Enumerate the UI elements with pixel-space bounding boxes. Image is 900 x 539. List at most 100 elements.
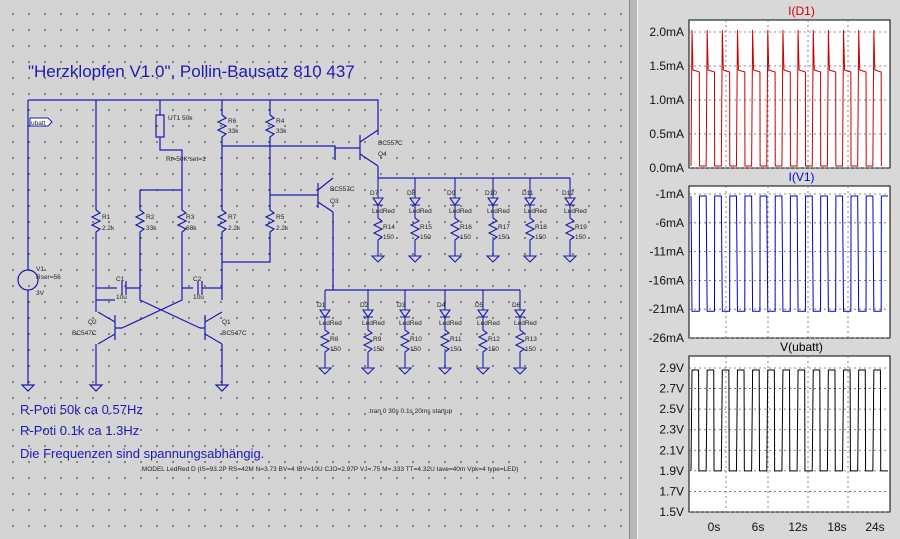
spice-directive-model[interactable]: .MODEL LedRed D (IS=93.2P RS=42M N=3.73 … bbox=[140, 466, 519, 473]
net-label-ubatt: ubatt bbox=[31, 120, 46, 127]
top-led-d12: D12 bbox=[562, 190, 574, 197]
plot-pane-2[interactable] bbox=[688, 185, 891, 339]
top-branch-4 bbox=[485, 178, 501, 263]
label-v1: V1 bbox=[36, 266, 44, 273]
label-c1-value: 10u bbox=[116, 294, 127, 301]
schematic-title: "Herzklopfen V1.0", Pollin-Bausatz 810 4… bbox=[28, 62, 355, 81]
bottom-branch-3 bbox=[397, 290, 413, 375]
label-ut1-value: 50k bbox=[182, 115, 193, 122]
y-tick-label: -6mA bbox=[655, 216, 684, 230]
label-r5: R5 bbox=[276, 214, 285, 221]
y-tick-label: 0.5mA bbox=[649, 127, 684, 141]
top-led-d7: D7 bbox=[370, 190, 379, 197]
label-q2: Q2 bbox=[88, 319, 97, 326]
y-tick-label: 2.5V bbox=[659, 402, 684, 416]
top-branch-6 bbox=[562, 178, 578, 263]
label-r4: R4 bbox=[276, 118, 285, 125]
x-tick-label: 6s bbox=[752, 520, 765, 534]
top-res-r16: R16 bbox=[460, 224, 472, 231]
bottom-branch-4 bbox=[437, 290, 453, 375]
note-voltage-dependent: Die Frequenzen sind spannungsabhängig. bbox=[20, 446, 265, 461]
bottom-res-r10: R10 bbox=[410, 336, 422, 343]
x-tick-label: 12s bbox=[788, 520, 807, 534]
label-r5-value: 2.2k bbox=[276, 225, 289, 232]
bottom-led-type-5: LedRed bbox=[477, 320, 500, 327]
y-tick-label: 1.9V bbox=[659, 464, 684, 478]
top-led-d10: D10 bbox=[485, 190, 497, 197]
label-r1-value: 2.2k bbox=[102, 225, 115, 232]
top-res-value-6: 150 bbox=[575, 234, 586, 241]
y-tick-label: 1.7V bbox=[659, 484, 684, 498]
label-r3-value: 68k bbox=[186, 225, 197, 232]
plot-pane-1[interactable] bbox=[688, 19, 891, 169]
label-c2-value: 10u bbox=[193, 294, 204, 301]
bottom-led-d5: D5 bbox=[475, 302, 484, 309]
bottom-branch-1 bbox=[317, 290, 333, 375]
label-q1: Q1 bbox=[222, 319, 231, 326]
waveform-plots: 2.0mA1.5mA1.0mA0.5mA0.0mAI(D1)-1mA-6mA-1… bbox=[649, 4, 891, 534]
trace-name[interactable]: I(D1) bbox=[788, 4, 815, 18]
top-res-r14: R14 bbox=[383, 224, 395, 231]
schematic-editor[interactable]: "Herzklopfen V1.0", Pollin-Bausatz 810 4… bbox=[0, 0, 629, 539]
top-res-r15: R15 bbox=[420, 224, 432, 231]
pane-splitter[interactable] bbox=[629, 0, 638, 539]
label-v1-voltage: 3V bbox=[36, 290, 44, 297]
top-branch-3 bbox=[447, 178, 463, 263]
label-ut1: UT1 bbox=[168, 115, 181, 122]
trace-name[interactable]: I(V1) bbox=[788, 170, 814, 184]
bottom-res-value-2: 150 bbox=[373, 346, 384, 353]
bottom-branch-6 bbox=[512, 290, 528, 375]
top-led-type-4: LedRed bbox=[487, 208, 510, 215]
top-res-value-1: 150 bbox=[383, 234, 394, 241]
top-led-type-5: LedRed bbox=[524, 208, 547, 215]
label-r3: R3 bbox=[186, 214, 195, 221]
top-led-d8: D8 bbox=[407, 190, 416, 197]
top-led-type-2: LedRed bbox=[409, 208, 432, 215]
top-led-d9: D9 bbox=[447, 190, 456, 197]
bottom-res-r9: R9 bbox=[373, 336, 382, 343]
bottom-res-r13: R13 bbox=[525, 336, 537, 343]
label-q4-type: BC557C bbox=[378, 140, 403, 147]
note-frequency-50k: R-Poti 50k ca 0.57Hz bbox=[20, 402, 143, 417]
top-res-r18: R18 bbox=[535, 224, 547, 231]
y-tick-label: 1.0mA bbox=[649, 93, 684, 107]
label-r6: R6 bbox=[228, 118, 237, 125]
y-tick-label: 2.3V bbox=[659, 423, 684, 437]
top-branch-2 bbox=[407, 178, 423, 263]
top-res-r19: R19 bbox=[575, 224, 587, 231]
label-r2: R2 bbox=[146, 214, 155, 221]
bottom-led-d4: D4 bbox=[437, 302, 446, 309]
note-frequency-0-1k: R-Poti 0.1k ca 1.3Hz bbox=[20, 423, 140, 438]
label-r7-value: 2.2k bbox=[228, 225, 241, 232]
bottom-led-type-3: LedRed bbox=[399, 320, 422, 327]
label-q3-type: BC557C bbox=[330, 186, 355, 193]
trace-name[interactable]: V(ubatt) bbox=[780, 340, 823, 354]
y-tick-label: -21mA bbox=[649, 302, 684, 316]
top-led-type-1: LedRed bbox=[372, 208, 395, 215]
label-r1: R1 bbox=[102, 214, 111, 221]
label-q4: Q4 bbox=[378, 151, 387, 158]
label-r4-value: 33k bbox=[276, 128, 287, 135]
bottom-res-value-4: 150 bbox=[450, 346, 461, 353]
top-led-d11: D11 bbox=[522, 190, 534, 197]
y-tick-label: 1.5mA bbox=[649, 59, 684, 73]
label-q1-type: BC547C bbox=[222, 330, 247, 337]
top-branch-1 bbox=[370, 178, 386, 263]
x-tick-label: 24s bbox=[865, 520, 884, 534]
bottom-res-r8: R8 bbox=[330, 336, 339, 343]
label-q3: Q3 bbox=[330, 198, 339, 205]
bottom-res-r11: R11 bbox=[450, 336, 462, 343]
top-res-value-2: 150 bbox=[420, 234, 431, 241]
label-v1-rser: Rser=56 bbox=[36, 274, 61, 281]
bottom-led-d6: D6 bbox=[512, 302, 521, 309]
y-tick-label: -1mA bbox=[655, 187, 684, 201]
spice-directive-tran[interactable]: .tran 0 30s 0.1s 20ms startup bbox=[368, 408, 453, 415]
y-tick-label: 1.5V bbox=[659, 505, 684, 519]
y-tick-label: 2.9V bbox=[659, 361, 684, 375]
bottom-res-r12: R12 bbox=[488, 336, 500, 343]
bottom-res-value-1: 150 bbox=[330, 346, 341, 353]
top-res-value-4: 150 bbox=[498, 234, 509, 241]
y-tick-label: -11mA bbox=[650, 245, 684, 259]
y-tick-label: 2.0mA bbox=[649, 25, 684, 39]
